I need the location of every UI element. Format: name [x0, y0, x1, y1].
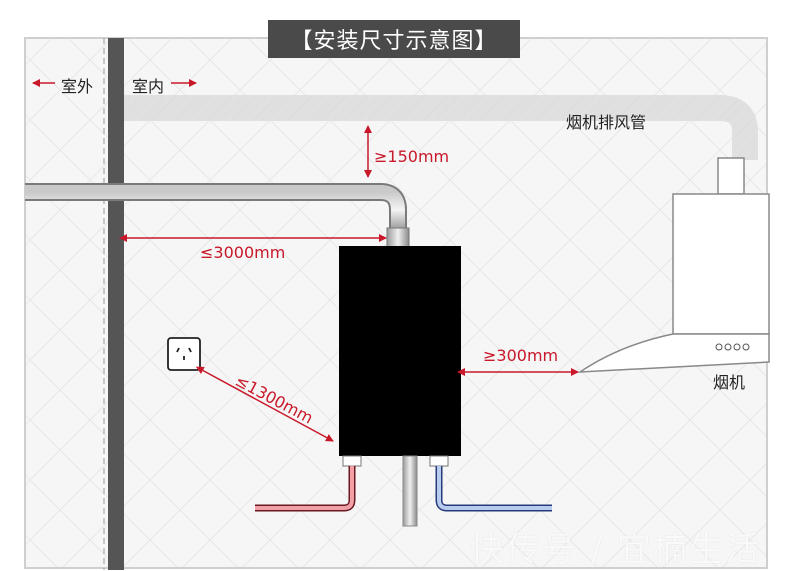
- range-hood-body: [672, 193, 770, 335]
- dim-top-label: ≥150mm: [374, 147, 450, 166]
- gas-pipe: [402, 455, 418, 527]
- range-hood-canopy: [577, 333, 770, 373]
- outdoor-label: 室外: [61, 77, 94, 96]
- hood-label: 烟机: [713, 373, 746, 392]
- hood-duct-label: 烟机排风管: [566, 113, 647, 132]
- watermark: 快传号 / 宜楠生活: [470, 530, 762, 570]
- dim-left-label: ≤3000mm: [200, 243, 286, 262]
- dim-right-label: ≥300mm: [483, 346, 559, 365]
- water-heater: [339, 246, 461, 456]
- indoor-label: 室内: [132, 77, 165, 96]
- wall: [108, 38, 124, 570]
- dim-socket-line: [195, 366, 334, 442]
- diagram-title: 【安装尺寸示意图】: [268, 20, 520, 58]
- power-socket-icon: [167, 337, 201, 371]
